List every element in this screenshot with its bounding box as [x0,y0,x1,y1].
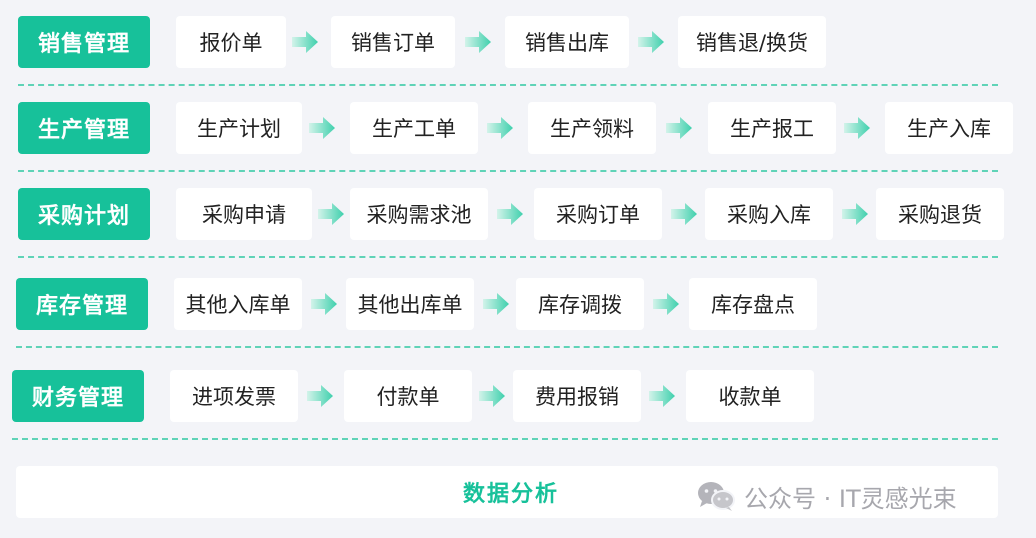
section-divider [16,346,998,348]
step-sales-order: 销售订单 [331,16,455,68]
arrow-icon [310,290,338,318]
category-finance: 财务管理 [12,370,144,422]
arrow-icon [308,114,336,142]
arrow-icon [652,290,680,318]
process-row-inventory: 库存管理 其他入库单 其他出库单 库存调拨 库存盘点 [0,276,1036,336]
arrow-icon [486,114,514,142]
step-expense-claim: 费用报销 [513,370,641,422]
arrow-icon [317,200,345,228]
arrow-icon [464,28,492,56]
step-other-inbound: 其他入库单 [174,278,302,330]
step-input-invoice: 进项发票 [170,370,298,422]
step-production-plan: 生产计划 [176,102,302,154]
step-work-order: 生产工单 [350,102,478,154]
process-row-finance: 财务管理 进项发票 付款单 费用报销 收款单 [0,368,1036,428]
arrow-icon [291,28,319,56]
arrow-icon [637,28,665,56]
section-divider [12,438,998,440]
step-sales-outbound: 销售出库 [505,16,629,68]
process-row-production: 生产管理 生产计划 生产工单 生产领料 生产报工 生产入库 [0,100,1036,160]
wechat-icon [698,482,735,511]
step-purchase-request: 采购申请 [176,188,312,240]
section-divider [18,256,998,258]
watermark-text: 公众号 · IT灵感光束 [744,484,957,513]
step-work-report: 生产报工 [708,102,836,154]
watermark: 公众号 · IT灵感光束 [696,476,957,516]
arrow-icon [843,114,871,142]
arrow-icon [496,200,524,228]
section-divider [18,84,998,86]
category-sales: 销售管理 [18,16,150,68]
step-purchase-return: 采购退货 [876,188,1004,240]
data-analysis-panel: 数据分析 [16,466,998,518]
step-stocktake: 库存盘点 [689,278,817,330]
step-material-issue: 生产领料 [528,102,656,154]
step-production-inbound: 生产入库 [885,102,1013,154]
category-inventory: 库存管理 [16,278,148,330]
step-transfer: 库存调拨 [516,278,644,330]
arrow-icon [478,382,506,410]
step-sales-return: 销售退/换货 [678,16,826,68]
section-divider [18,170,998,172]
category-purchasing: 采购计划 [18,188,150,240]
arrow-icon [670,200,698,228]
step-other-outbound: 其他出库单 [346,278,474,330]
step-purchase-order: 采购订单 [534,188,662,240]
step-purchase-inbound: 采购入库 [705,188,833,240]
arrow-icon [841,200,869,228]
arrow-icon [482,290,510,318]
arrow-icon [665,114,693,142]
category-production: 生产管理 [18,102,150,154]
arrow-icon [306,382,334,410]
process-row-sales: 销售管理 报价单 销售订单 销售出库 销售退/换货 [0,14,1036,74]
process-row-purchasing: 采购计划 采购申请 采购需求池 采购订单 采购入库 采购退货 [0,186,1036,246]
data-analysis-label: 数据分析 [462,482,559,507]
arrow-icon [648,382,676,410]
step-receipt: 收款单 [686,370,814,422]
step-payment: 付款单 [344,370,472,422]
step-quotation: 报价单 [176,16,286,68]
step-demand-pool: 采购需求池 [350,188,488,240]
